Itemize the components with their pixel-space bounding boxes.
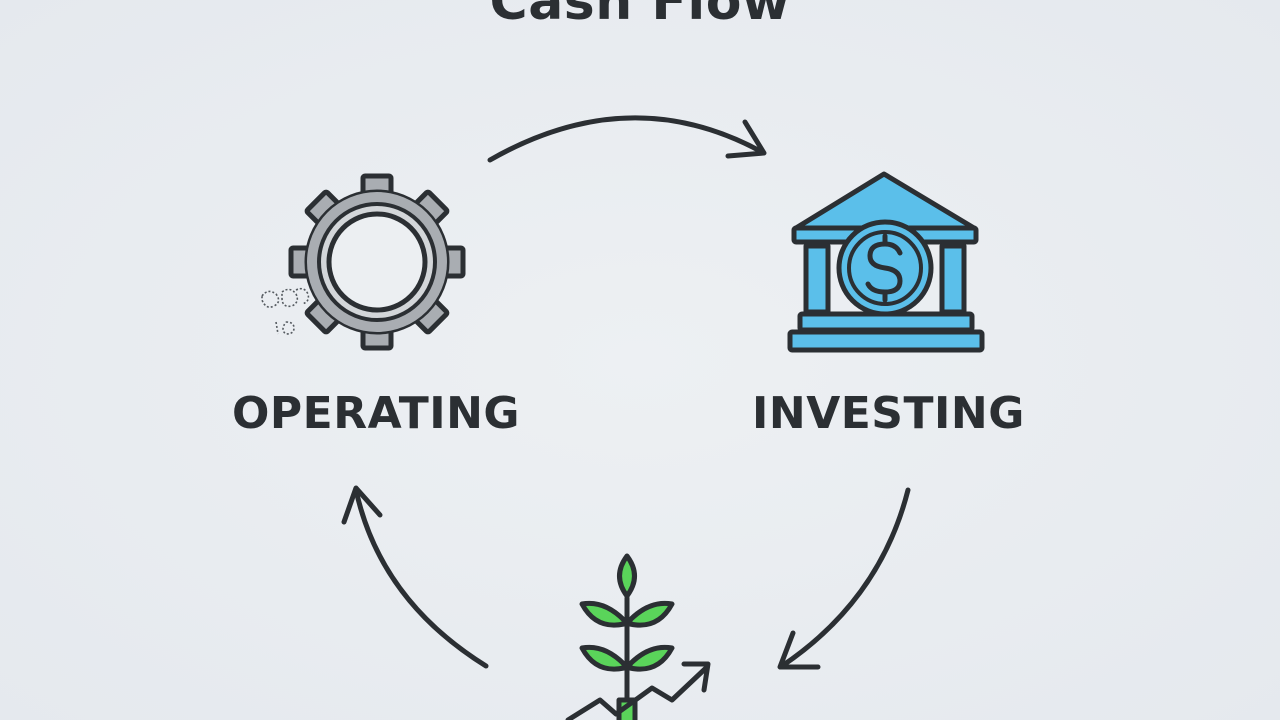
gear-scribble-decoration	[261, 287, 310, 335]
bank-dollar-icon	[787, 171, 985, 353]
diagram-title: Cash Flow	[489, 0, 791, 32]
arrow-operating-to-investing	[487, 115, 767, 163]
arrow-investing-to-financing	[777, 487, 911, 670]
investing-label: INVESTING	[752, 388, 1025, 439]
dollar-sign-icon	[865, 233, 903, 303]
gear-icon	[288, 173, 466, 351]
operating-label: OPERATING	[232, 388, 521, 439]
growth-plant-icon	[565, 553, 711, 720]
arrow-financing-to-operating	[341, 485, 489, 669]
